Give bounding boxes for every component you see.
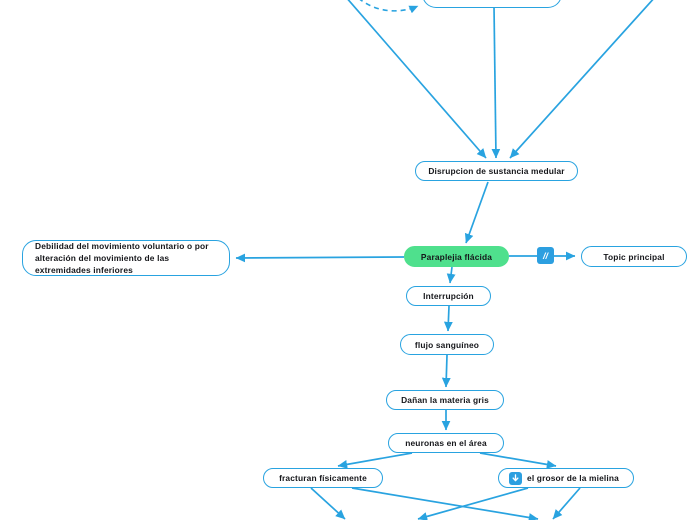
node-hemorragia-intramedular[interactable]: Hemorragia intramedular	[422, 0, 562, 8]
node-label: Topic principal	[603, 251, 665, 262]
node-label: Dañan la materia gris	[401, 395, 489, 405]
edge-mielina-to-offscreen-d	[552, 487, 581, 520]
node-topic-principal[interactable]: Topic principal	[581, 246, 687, 267]
arrow-down-icon	[509, 471, 523, 485]
node-label: Interrupción	[423, 291, 474, 301]
edge-paraplejia-to-interrupcion	[446, 266, 456, 284]
node-label: el grosor de la mielina	[527, 473, 619, 483]
node-label: Paraplejia flácida	[420, 251, 493, 262]
edge-paraplejia-to-debilidad	[235, 253, 405, 263]
node-label: Debilidad del movimiento voluntario o po…	[35, 240, 209, 276]
edge-neuronas-to-fracturan	[337, 452, 413, 469]
edge-offscreen-topright-to-disrupcion	[509, 0, 654, 159]
edge-offscreen-topleft-to-disrupcion	[347, 0, 487, 159]
node-interrupcion[interactable]: Interrupción	[406, 286, 491, 306]
node-neuronas-en-el-area[interactable]: neuronas en el área	[388, 433, 504, 453]
edge-dashed-into-hemorragia	[359, 0, 419, 14]
double-slash-badge[interactable]: //	[537, 247, 554, 264]
edge-disrupcion-to-paraplejia	[464, 181, 489, 244]
edge-hemorragia-to-disrupcion	[491, 5, 501, 159]
node-disrupcion-sustancia-medular[interactable]: Disrupcion de sustancia medular	[415, 161, 578, 181]
edge-flujo-to-materia-gris	[441, 354, 451, 388]
node-label: flujo sanguíneo	[414, 339, 480, 350]
node-fracturan-fisicamente[interactable]: fracturan físicamente	[263, 468, 383, 488]
edge-neuronas-to-mielina	[479, 452, 557, 469]
edge-fracturan-to-offscreen-a	[310, 487, 346, 520]
edge-interrupcion-to-flujo	[443, 305, 453, 332]
badge-label: //	[542, 250, 548, 261]
node-flujo-sanguineo[interactable]: flujo sanguíneo	[400, 334, 494, 355]
node-danan-materia-gris[interactable]: Dañan la materia gris	[386, 390, 504, 410]
node-label: Disrupcion de sustancia medular	[428, 166, 565, 176]
node-paraplejia-flacida[interactable]: Paraplejia flácida	[404, 246, 509, 267]
node-label: neuronas en el área	[405, 438, 487, 448]
edge-mielina-to-offscreen-c	[417, 487, 529, 520]
node-grosor-mielina[interactable]: el grosor de la mielina	[498, 468, 634, 488]
edge-fracturan-to-offscreen-b	[351, 487, 539, 520]
node-debilidad-movimiento[interactable]: Debilidad del movimiento voluntario o po…	[22, 240, 230, 276]
node-label: fracturan físicamente	[279, 473, 367, 483]
